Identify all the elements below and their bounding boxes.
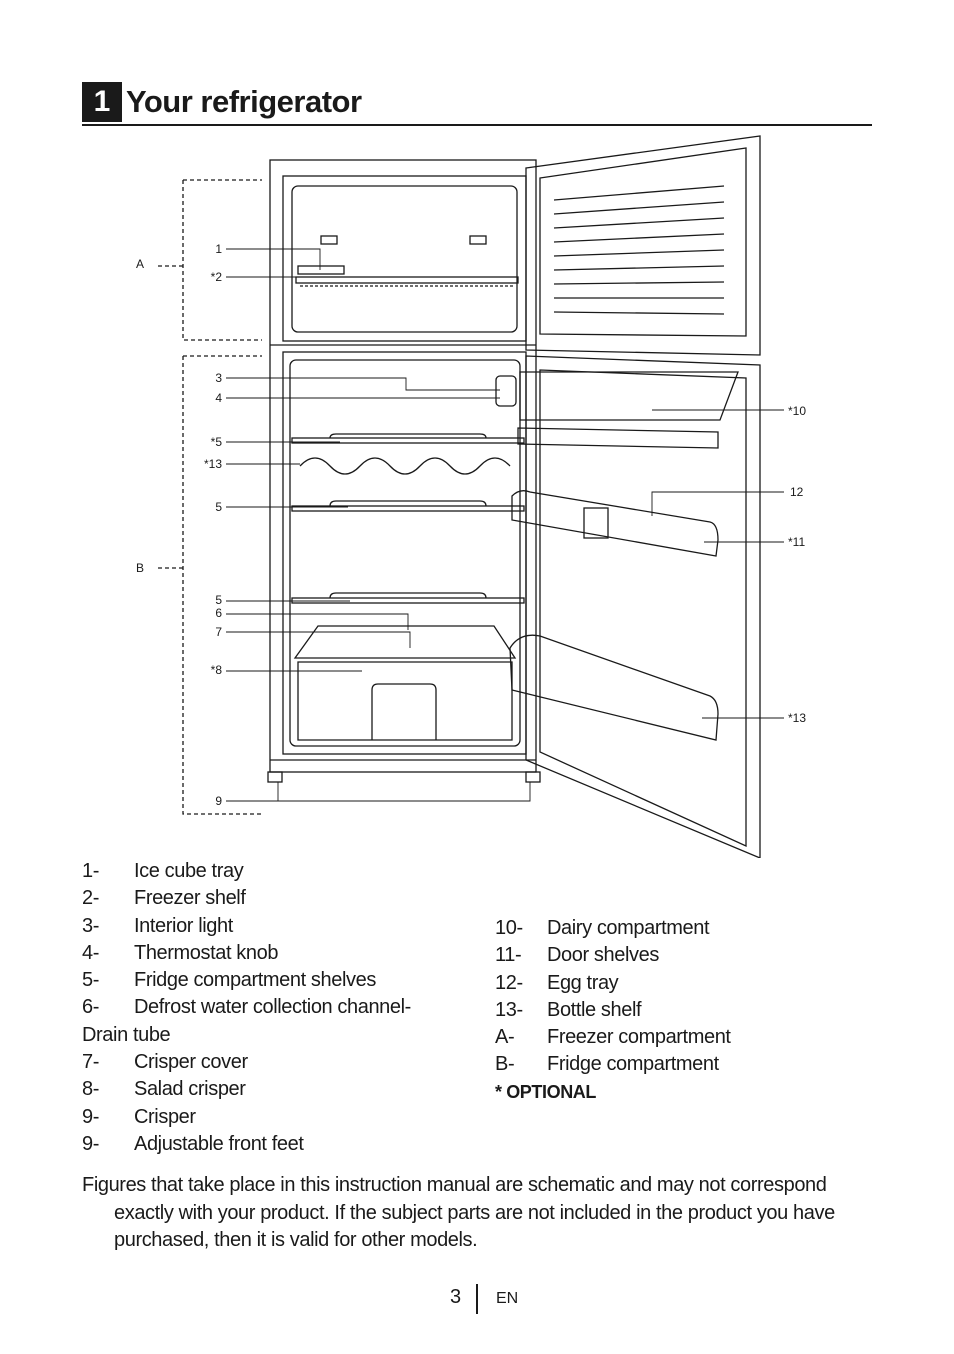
callout-5-lower: 5 <box>215 593 222 607</box>
footer-divider <box>476 1284 478 1314</box>
list-item: 7-Crisper cover <box>82 1051 248 1074</box>
callout-5-middle: 5 <box>215 500 222 514</box>
list-item: 11-Door shelves <box>495 944 659 967</box>
page-number: 3 <box>450 1286 462 1308</box>
callout-1: 1 <box>215 242 222 256</box>
section-title: Your refrigerator <box>126 84 362 119</box>
salad-crisper <box>297 661 513 741</box>
list-item: 9-Adjustable front feet <box>82 1132 304 1155</box>
list-item: 4-Thermostat knob <box>82 941 279 964</box>
refrigerator-diagram: A B 1 *2 3 4 *5 *13 5 5 6 7 *8 9 *10 12 … <box>136 135 806 858</box>
callout-2: *2 <box>211 270 223 284</box>
callout-10: *10 <box>788 404 806 418</box>
fridge-shelf-middle <box>291 505 525 512</box>
list-item: 1-Ice cube tray <box>82 860 244 882</box>
callout-12: 12 <box>790 485 804 499</box>
list-item: 6-Defrost water collection channel- <box>82 996 411 1019</box>
crisper-cover <box>293 625 517 659</box>
freezer-interior <box>282 175 527 342</box>
callout-8: *8 <box>211 663 223 677</box>
list-item: 13-Bottle shelf <box>495 998 642 1021</box>
callout-7: 7 <box>215 625 222 639</box>
list-item: A-Freezer compartment <box>495 1026 731 1049</box>
section-heading: 1 Your refrigerator <box>82 80 872 126</box>
bottle-rack <box>299 457 511 475</box>
disclaimer-paragraph: Figures that take place in this instruct… <box>82 1174 835 1251</box>
list-item: 12-Egg tray <box>495 971 619 994</box>
callout-A: A <box>136 257 144 271</box>
list-item: 5-Fridge compartment shelves <box>82 969 376 992</box>
callout-4: 4 <box>215 391 222 405</box>
front-foot-right <box>525 771 541 783</box>
list-item: 10-Dairy compartment <box>495 917 710 939</box>
fridge-shelf-lower <box>291 597 525 604</box>
list-item-continuation: Drain tube <box>82 1023 171 1046</box>
callout-5-optional: *5 <box>211 435 223 449</box>
language-code: EN <box>496 1290 519 1307</box>
callout-9: 9 <box>215 794 222 808</box>
list-item: B-Fridge compartment <box>495 1053 719 1076</box>
bottle-shelf <box>509 634 719 741</box>
fridge-door <box>525 355 761 858</box>
callout-B: B <box>136 561 144 575</box>
list-item: 8-Salad crisper <box>82 1078 246 1101</box>
cabinet-outline <box>269 159 537 773</box>
callout-13-left: *13 <box>204 457 222 471</box>
egg-tray <box>583 507 609 539</box>
dairy-compartment <box>519 371 739 421</box>
callout-3: 3 <box>215 371 222 385</box>
parts-list-left: 1-Ice cube tray 2-Freezer shelf 3-Interi… <box>82 858 411 1158</box>
freezer-door <box>525 135 761 356</box>
list-item: 2-Freezer shelf <box>82 887 246 910</box>
callout-13-right: *13 <box>788 711 806 725</box>
optional-note: * OPTIONAL <box>495 1081 597 1102</box>
front-foot-left <box>267 771 283 783</box>
callout-6: 6 <box>215 606 222 620</box>
thermostat-housing <box>495 375 517 407</box>
fridge-shelf-top <box>291 437 525 444</box>
section-number: 1 <box>82 82 122 122</box>
callout-11: *11 <box>788 535 805 549</box>
fridge-interior <box>282 351 527 755</box>
list-item: 9-Crisper <box>82 1105 196 1128</box>
parts-list-right: 10-Dairy compartment 11-Door shelves 12-… <box>495 915 731 1106</box>
door-shelf <box>511 490 719 557</box>
list-item: 3-Interior light <box>82 914 233 937</box>
